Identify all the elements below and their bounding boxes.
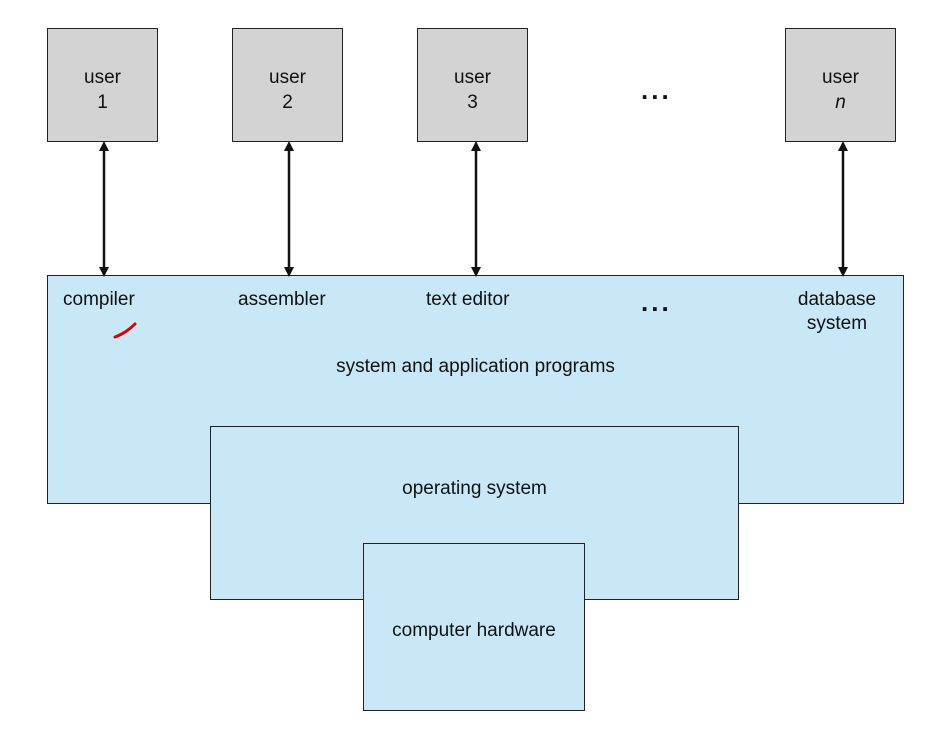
assembler-label: assembler	[238, 289, 326, 310]
user-2-id: 2	[282, 92, 293, 113]
computer-hardware-title: computer hardware	[392, 620, 556, 641]
user-n-box: user n	[785, 28, 896, 142]
programs-ellipsis: ...	[641, 287, 672, 317]
database-label-line1: database	[797, 289, 877, 310]
user-3-label: user	[454, 67, 491, 88]
user-n-id: n	[835, 92, 846, 113]
user-2-label: user	[269, 67, 306, 88]
text-editor-label: text editor	[426, 289, 510, 310]
operating-system-title: operating system	[402, 478, 547, 499]
system-application-programs-title: system and application programs	[336, 356, 615, 377]
red-pen-mark	[113, 322, 137, 339]
user-1-label: user	[84, 67, 121, 88]
database-label-line2: system	[806, 313, 868, 334]
users-ellipsis: ...	[641, 75, 672, 105]
user-1-id: 1	[97, 92, 108, 113]
user-1-box: user 1	[47, 28, 158, 142]
computer-hardware-layer: computer hardware	[363, 543, 585, 711]
user-3-id: 3	[467, 92, 478, 113]
database-system-label: database system	[796, 288, 878, 336]
user-n-label: user	[822, 67, 859, 88]
user-3-box: user 3	[417, 28, 528, 142]
compiler-label: compiler	[63, 289, 135, 310]
